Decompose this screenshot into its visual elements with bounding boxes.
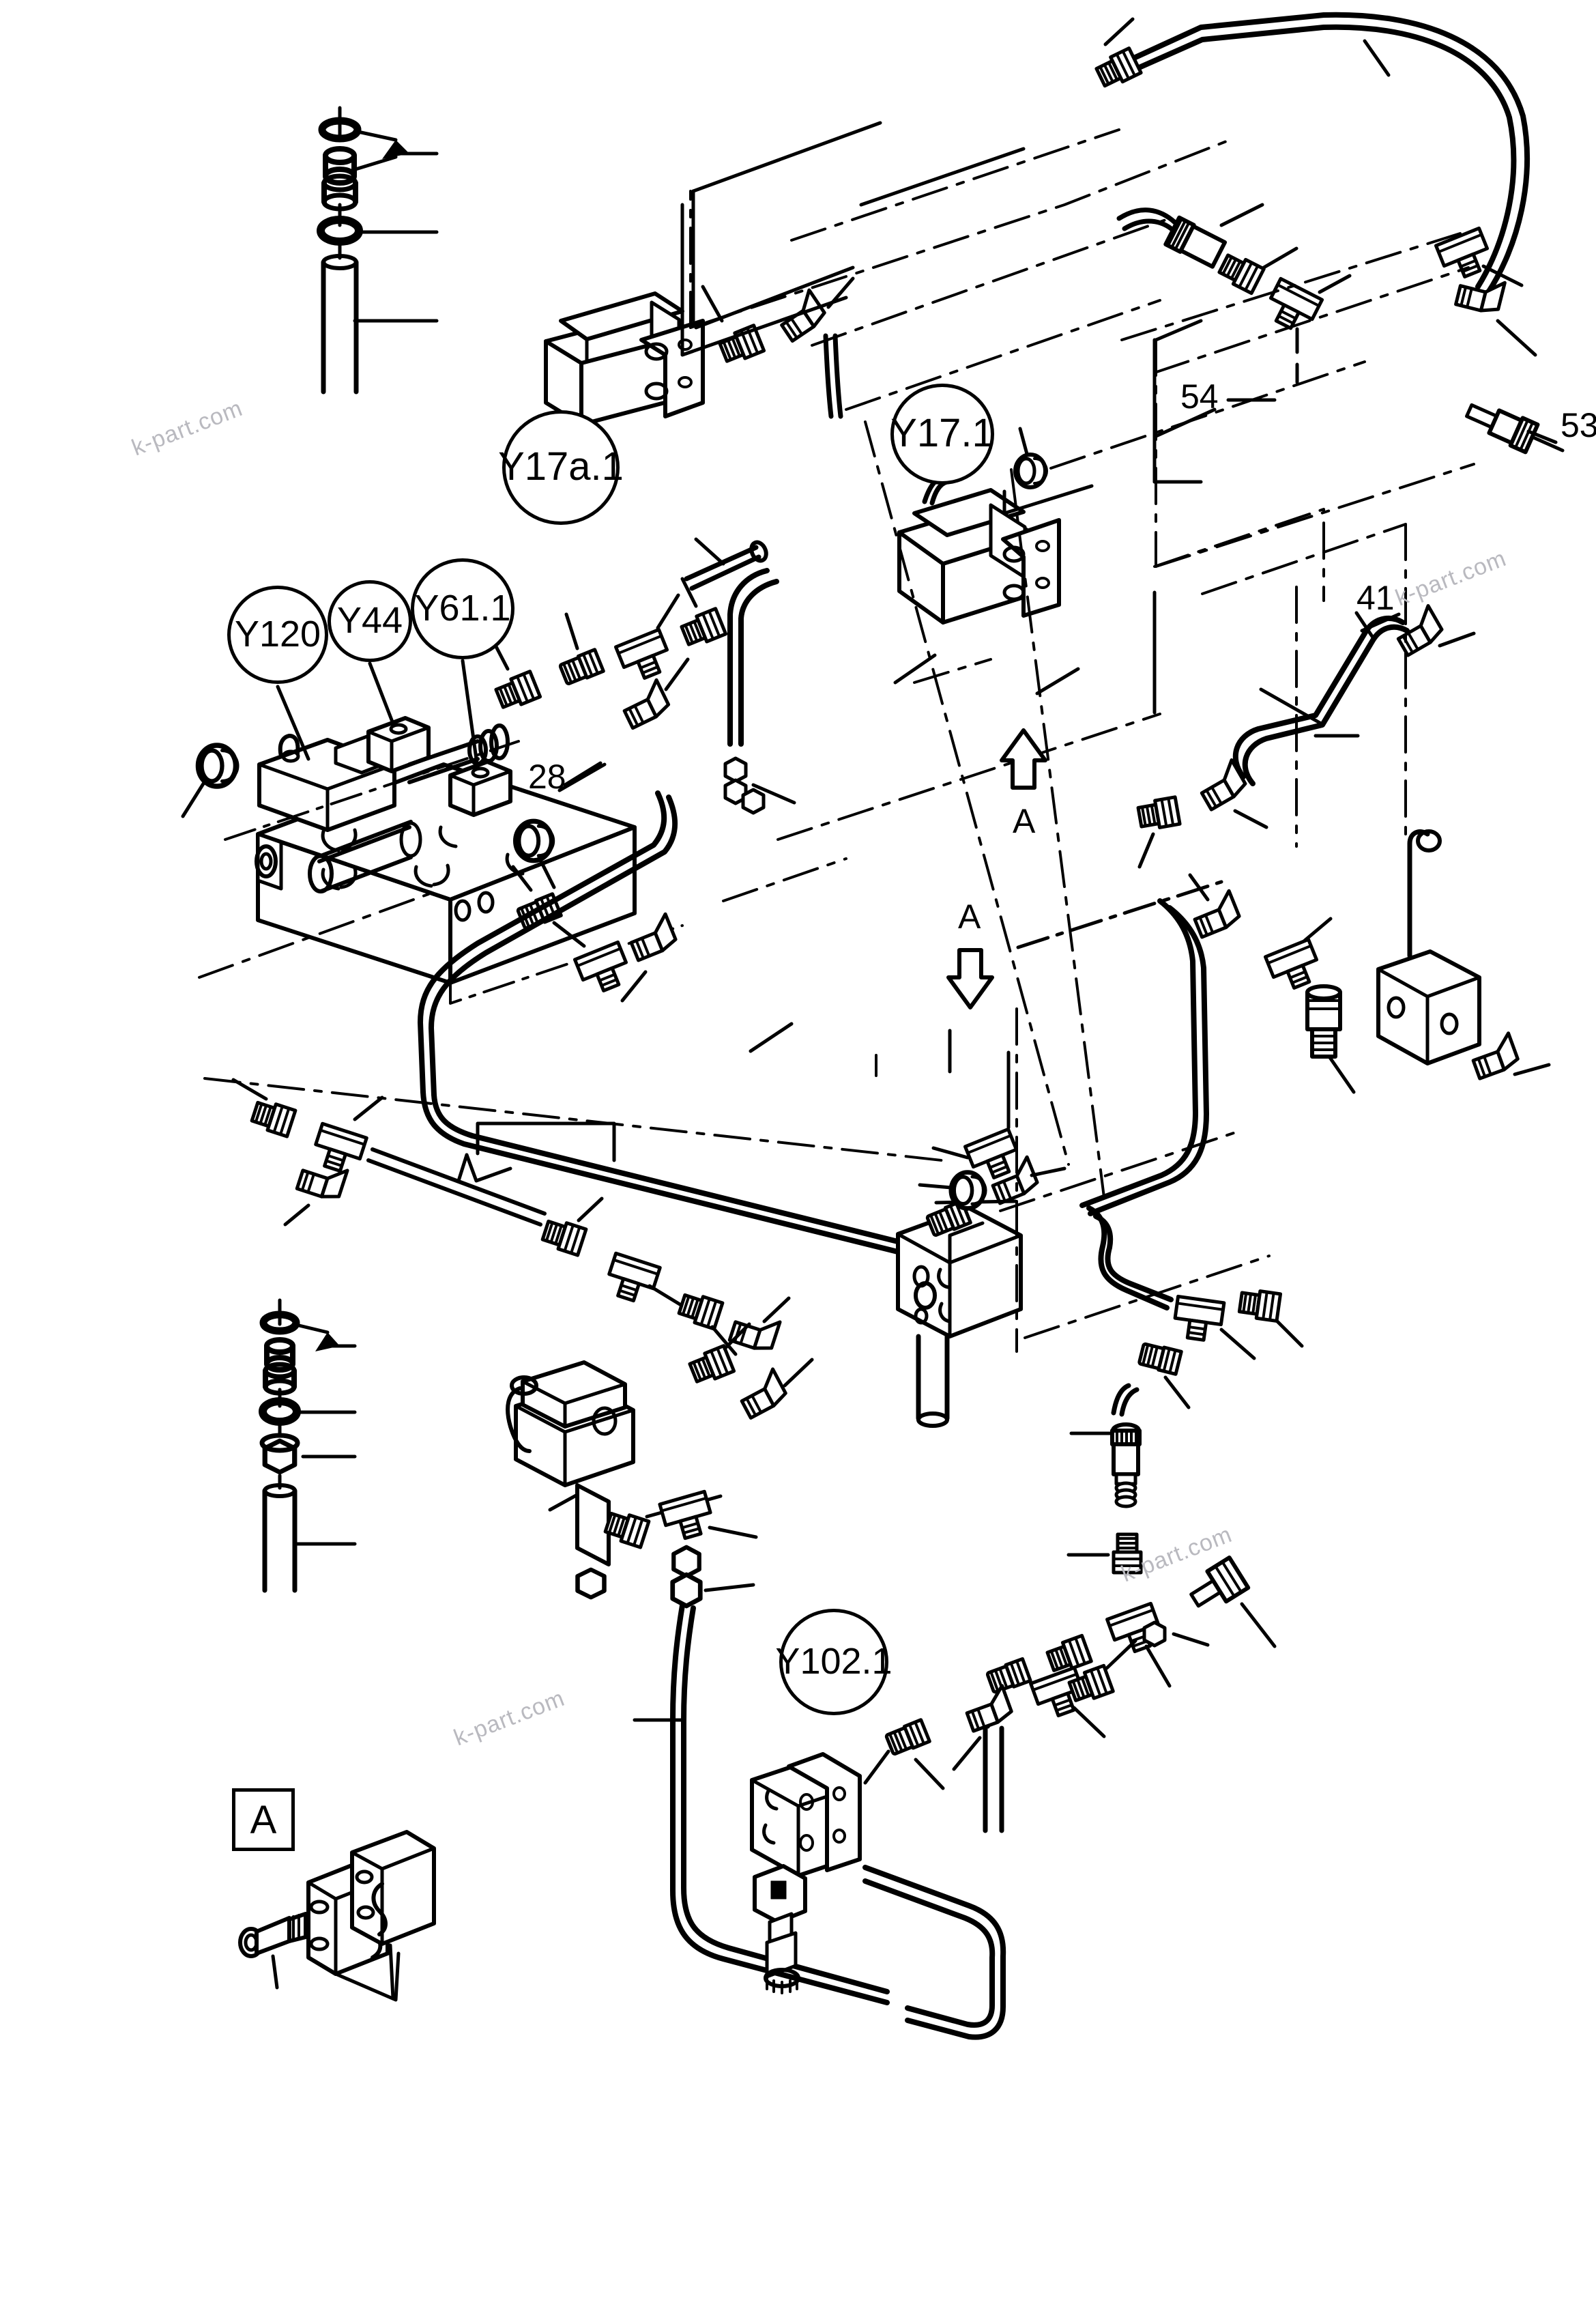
- right-side-hose-assembly: [1016, 606, 1551, 1216]
- callout-54: 54: [1180, 377, 1219, 416]
- solenoid-valve-Y171: [897, 427, 1094, 625]
- balloon-Y44: Y44: [328, 580, 412, 662]
- callout-28: 28: [528, 758, 566, 796]
- clamp-detail-A: [238, 1830, 436, 2002]
- balloon-Y120: Y120: [227, 586, 328, 684]
- callout-41: 41: [1356, 579, 1395, 617]
- balloon-label: Y120: [234, 614, 321, 655]
- solenoid-valve-Y1021: [750, 1720, 1006, 2040]
- manifold-fitting-chain-lower: [418, 657, 947, 1265]
- tube-fitting-detail-upper: [317, 106, 439, 395]
- balloon-Y1021: Y102.1: [775, 1609, 893, 1715]
- center-manifold-block: [896, 1087, 1304, 1428]
- section-arrow-up-icon: [1000, 728, 1047, 790]
- section-arrow-down-icon: [946, 948, 994, 1009]
- detail-box-letter: A: [250, 1797, 277, 1842]
- balloon-label: Y17.1: [890, 411, 994, 455]
- balloon-Y17a1: Y17a.1: [498, 410, 624, 525]
- upper-tube-run: [1094, 12, 1537, 357]
- sensor-cable-connector-top: [1116, 203, 1565, 455]
- section-letter-A-lower: A: [958, 898, 981, 936]
- balloon-Y171: Y17.1: [890, 384, 994, 485]
- balloon-label: Y61.1: [414, 588, 511, 629]
- callout-53: 53: [1561, 406, 1596, 444]
- solenoid-valve-Y17a1: [544, 121, 882, 427]
- balloon-label: Y44: [336, 600, 403, 641]
- balloon-Y611: Y61.1: [411, 558, 514, 659]
- callout-leaders: [557, 398, 1558, 792]
- tube-fitting-detail-lower: [259, 1298, 357, 1593]
- detail-box-A: A: [232, 1788, 295, 1851]
- section-construction-lines: [198, 128, 1475, 1353]
- balloon-label: Y102.1: [775, 1641, 893, 1682]
- leader-bracket-lines: [476, 147, 1203, 1162]
- section-letter-A-upper: A: [1013, 802, 1036, 840]
- bottom-right-fitting-run: [952, 1383, 1277, 1833]
- solenoid-valve-lower-left: [506, 1322, 890, 2005]
- balloon-label: Y17a.1: [498, 444, 624, 489]
- lower-left-tube-run: [231, 1078, 791, 1356]
